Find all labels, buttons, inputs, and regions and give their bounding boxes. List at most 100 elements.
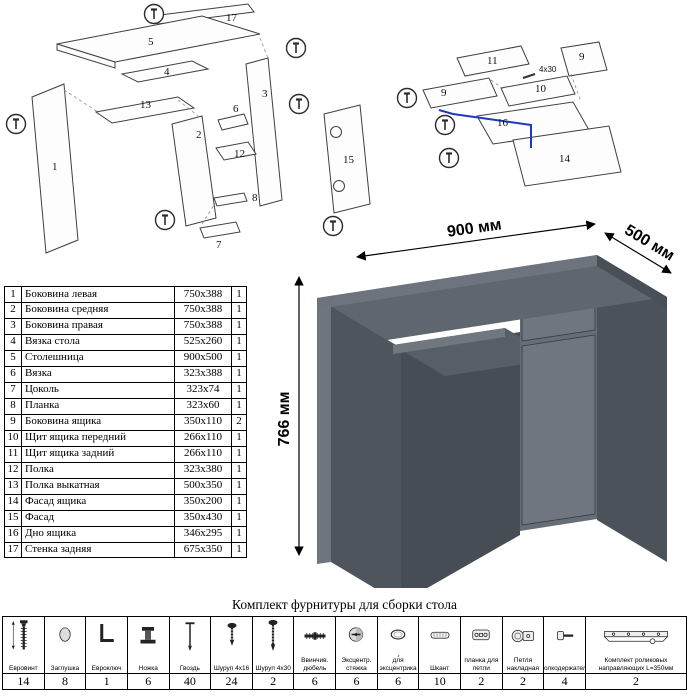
depth-dimension-label: 500 мм (621, 222, 677, 265)
hardware-item: Полкодержатель4 (544, 617, 586, 689)
exploded-view-drawer-diagram: 11 9 9 10 16 14 4x30 (396, 41, 622, 187)
leg-icon (128, 617, 169, 655)
parts-name: Цоколь (21, 381, 175, 399)
parts-num: 9 (4, 413, 22, 431)
screw-long-icon (253, 617, 294, 655)
cam-lock-icon (336, 617, 377, 655)
parts-name: Боковина средняя (21, 301, 175, 319)
parts-size: 750x388 (174, 286, 232, 303)
hardware-item-label: Комплект роликовых направляющих L=350мм (598, 657, 674, 672)
part-label: 10 (535, 83, 547, 95)
hardware-item-qty: 40 (169, 673, 211, 689)
parts-qty: 1 (231, 445, 247, 463)
screw-small-icon (211, 617, 252, 655)
parts-size: 346x295 (174, 525, 232, 543)
shelf-pin-icon (544, 617, 585, 655)
part-label: 3 (262, 88, 268, 100)
part-label: 5 (148, 36, 154, 48)
hinge-plate-icon (461, 617, 502, 655)
parts-qty: 1 (231, 333, 247, 351)
hardware-item-qty: 6 (377, 673, 419, 689)
exploded-view-main-diagram: 17 5 4 1 13 2 3 6 12 7 8 15 (5, 3, 371, 254)
door-front (521, 334, 596, 526)
parts-name: Боковина ящика (21, 413, 175, 431)
hardware-item-label: Ножка (138, 664, 158, 672)
hardware-kit-section: Комплект фурнитуры для сборки стола Евро… (2, 597, 687, 690)
hardware-item-label: Евроключ (91, 664, 122, 672)
part-label: 7 (216, 239, 222, 251)
parts-qty: 2 (231, 413, 247, 431)
parts-qty: 1 (231, 301, 247, 319)
parts-size: 350x200 (174, 493, 232, 511)
hardware-item-qty: 8 (44, 673, 86, 689)
parts-qty: 1 (231, 317, 247, 335)
nail-icon (170, 617, 211, 655)
parts-name: Щит ящика задний (21, 445, 175, 463)
parts-num: 6 (4, 365, 22, 383)
part-label: 2 (196, 129, 202, 141)
parts-num: 3 (4, 317, 22, 335)
part-label: 4 (164, 66, 170, 78)
parts-qty: 1 (231, 541, 247, 559)
hardware-item-qty: 6 (336, 673, 377, 689)
assembly-guide-lines (63, 37, 269, 225)
parts-qty: 1 (231, 509, 247, 527)
drawer-panels-outline (422, 41, 622, 187)
parts-qty: 1 (231, 286, 247, 303)
parts-name: Фасад ящика (21, 493, 175, 511)
hinge-icon (503, 617, 544, 655)
parts-name: Полка (21, 461, 175, 479)
desk-panels-outline (31, 3, 371, 254)
parts-name: Боковина правая (21, 317, 175, 335)
parts-size: 323x60 (174, 397, 232, 415)
roller-guide-highlight (438, 109, 532, 148)
plug-icon (45, 617, 86, 655)
parts-size: 500x350 (174, 477, 232, 495)
hardware-item-label: Евровинт (8, 664, 38, 672)
parts-qty: 1 (231, 365, 247, 383)
parts-size: 323x388 (174, 365, 232, 383)
parts-qty: 1 (231, 397, 247, 415)
parts-name: Столешница (21, 349, 175, 367)
screw-size-note: 4x30 (539, 65, 557, 74)
hardware-item-label: Шуруп 4x16 (213, 664, 250, 672)
parts-num: 8 (4, 397, 22, 415)
parts-qty: 1 (231, 493, 247, 511)
parts-num: 4 (4, 333, 22, 351)
hardware-item-qty: 2 (461, 673, 502, 689)
hardware-item-qty: 2 (252, 673, 294, 689)
parts-num: 13 (4, 477, 22, 495)
part-label: 13 (140, 99, 152, 111)
width-dimension-label: 900 мм (446, 216, 503, 240)
parts-size: 750x388 (174, 301, 232, 319)
parts-size: 266x110 (174, 445, 232, 463)
parts-name: Дно ящика (21, 525, 175, 543)
parts-num: 7 (4, 381, 22, 399)
parts-qty: 1 (231, 429, 247, 447)
dowel-screw-icon (294, 617, 335, 655)
cam-cap-icon (378, 617, 419, 655)
parts-size: 350x110 (174, 413, 232, 431)
parts-num: 14 (4, 493, 22, 511)
parts-num: 5 (4, 349, 22, 367)
parts-name: Стенка задняя (21, 541, 175, 559)
hardware-item-label: Заглушка (50, 664, 80, 672)
parts-size: 750x388 (174, 317, 232, 335)
desk-body (317, 255, 667, 588)
